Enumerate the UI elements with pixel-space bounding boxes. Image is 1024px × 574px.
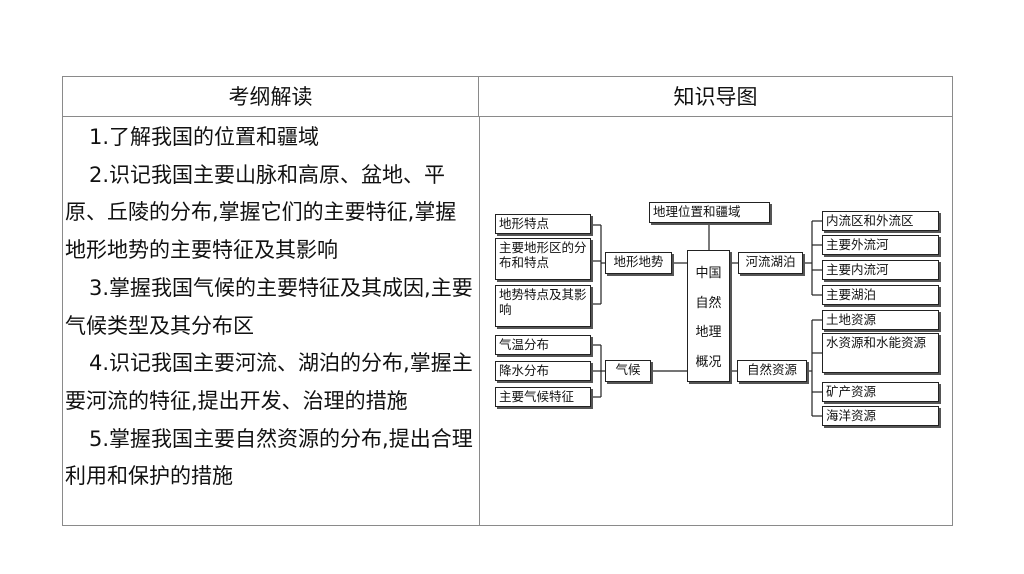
exam-item-1: 1.了解我国的位置和疆域 [89,125,320,149]
node-temperature-distribution: 气温分布 [495,335,591,355]
node-exterior-rivers: 主要外流河 [822,235,939,255]
node-marine-resources: 海洋资源 [822,406,939,426]
node-natural-resources: 自然资源 [737,360,807,382]
column-divider [479,117,480,525]
node-land-resources: 土地资源 [822,310,939,330]
header-exam-interpretation: 考纲解读 [63,77,479,117]
node-precipitation-distribution: 降水分布 [495,361,591,381]
exam-items: 1.了解我国的位置和疆域 2.识记我国主要山脉和高原、盆地、平原、丘陵的分布,掌… [65,119,475,496]
node-location-territory: 地理位置和疆域 [649,202,770,223]
node-interior-rivers: 主要内流河 [822,260,939,280]
exam-item-5: 5.掌握我国主要自然资源的分布,提出合理利用和保护的措施 [65,426,473,489]
mindmap-connectors [591,220,822,417]
exam-item-3: 3.掌握我国气候的主要特征及其成因,主要气候类型及其分布区 [65,275,473,338]
exam-item-4: 4.识记我国主要河流、湖泊的分布,掌握主要河流的特征,提出开发、治理的措施 [65,351,473,413]
node-mineral-resources: 矿产资源 [822,382,939,402]
node-climate: 气候 [605,360,651,382]
node-terrain-features: 地形特点 [495,214,591,234]
node-major-lakes: 主要湖泊 [822,285,939,305]
header-knowledge-map: 知识导图 [479,77,952,117]
node-major-landforms: 主要地形区的分布和特点 [495,238,591,280]
exam-item-2: 2.识记我国主要山脉和高原、盆地、平原、丘陵的分布,掌握它们的主要特征,掌握地形… [65,162,457,263]
content-table: 考纲解读 知识导图 1.了解我国的位置和疆域 2.识记我国主要山脉和高原、盆地、… [62,76,953,526]
node-china-physical-geography: 中国 自然 地理 概况 [687,250,730,382]
node-drainage-areas: 内流区和外流区 [822,211,939,231]
node-topography-impact: 地势特点及其影响 [495,285,591,327]
node-climate-features: 主要气候特征 [495,387,591,407]
node-rivers-lakes: 河流湖泊 [738,252,803,274]
node-water-resources: 水资源和水能资源 [822,333,939,373]
knowledge-mindmap: 地理位置和疆域 中国 自然 地理 概况 地形特点 主要地形区的分布和特点 地势特… [479,117,952,525]
node-terrain: 地形地势 [605,252,672,274]
